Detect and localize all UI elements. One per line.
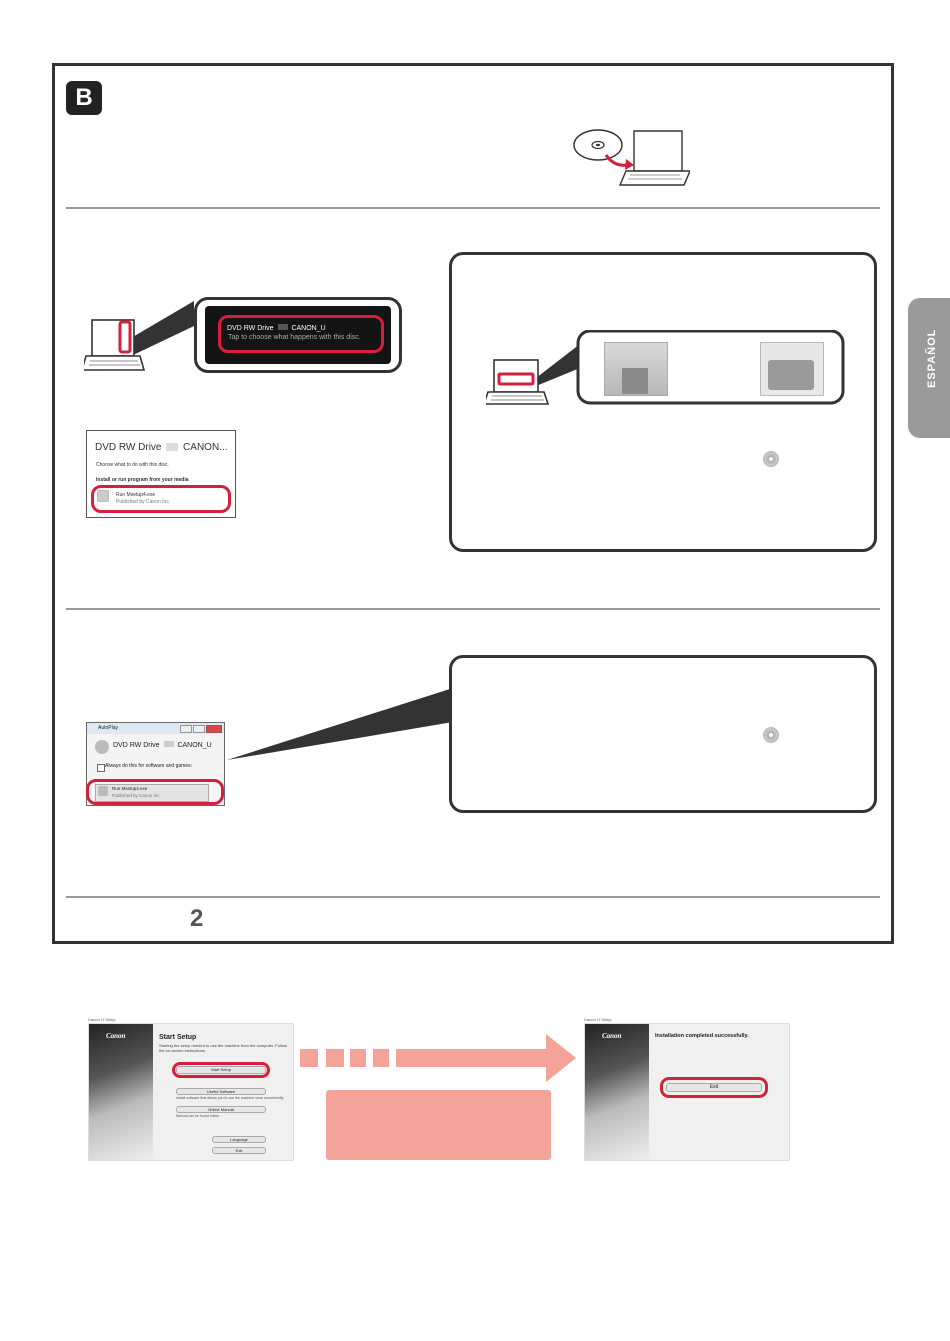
disc-laptop-illustration [573,129,690,186]
disc-dialog-publisher: Published by Canon Inc. [116,499,171,505]
disc-dialog-prompt: Choose what to do with this disc. [96,462,169,468]
progress-dash [300,1049,318,1067]
language-button[interactable]: Language [212,1136,266,1143]
start-app-title: Canon IJ Setup [88,1017,116,1022]
notification-hint: Tap to choose what happens with this dis… [228,334,361,341]
language-tab: ESPAÑOL [908,298,950,438]
notification-highlight [218,315,384,353]
autoplay-publisher: Published by Canon Inc. [112,793,161,798]
disc-dialog-run[interactable]: Run Msetup4.exe [116,492,156,498]
laptop-notification-illustration [84,301,194,371]
instruction-callout [449,655,877,813]
notification-drive: DVD RW Drive CANON_U [227,324,326,332]
section-frame [52,63,894,944]
useful-desc: Install software that allows you to use … [176,1096,285,1100]
autoplay-run: Run Msetup4.exe [112,786,148,791]
drive-app-glyph [622,368,648,394]
minimize-button[interactable] [180,725,192,733]
exit-button[interactable]: Exit [212,1147,266,1154]
useful-software-button[interactable]: Useful Software [176,1088,266,1095]
manual-desc: Manual can be found online. [176,1114,220,1118]
progress-dash [326,1049,344,1067]
close-button[interactable] [206,725,222,733]
progress-dash [373,1049,389,1067]
autoplay-drive: DVD RW Drive CANON_U [113,741,212,749]
done-brand: Canon [602,1032,622,1040]
setup-disc-icon [763,727,779,743]
divider [66,608,880,610]
note-box [326,1090,551,1160]
done-screen-photo [585,1024,649,1160]
setup-disc-icon [763,451,779,467]
start-heading: Start Setup [159,1034,197,1041]
maximize-button[interactable] [193,725,205,733]
always-checkbox[interactable] [97,764,105,772]
done-app-title: Canon IJ Setup [584,1017,612,1022]
progress-arrow [396,1034,576,1082]
exit-button[interactable]: Exit [666,1083,762,1092]
exit-highlight [660,1077,768,1098]
divider [66,207,880,209]
online-manual-button[interactable]: Online Manual [176,1106,266,1113]
progress-dash [350,1049,366,1067]
language-tab-label: ESPAÑOL [926,328,938,388]
autoplay-titlebar [87,723,224,734]
disc-dialog [86,430,236,518]
start-brand: Canon [106,1032,126,1040]
run-msetup-option[interactable] [95,784,209,802]
disc-dialog-title: DVD RW Drive CANON... [95,442,228,453]
autoplay-title: AutoPlay [98,725,119,731]
divider [66,896,880,898]
callout-pointer [227,688,453,760]
done-message: Installation completed successfully. [655,1033,749,1039]
autoplay-highlight [86,779,224,805]
start-desc: Starting the setup needed to use the mac… [159,1043,287,1053]
disc-icon [95,740,109,754]
disc-dialog-highlight [91,485,231,513]
autoplay-checkbox-label: Always do this for software and games: [105,763,192,769]
section-badge: B [66,81,102,115]
disc-dialog-group: Install or run program from your media [96,477,189,483]
start-screen-photo [89,1024,153,1160]
printer-glyph [768,360,814,390]
step-number: 2 [190,905,204,932]
start-setup-highlight [172,1062,270,1078]
setup-disc-icon [98,786,108,796]
